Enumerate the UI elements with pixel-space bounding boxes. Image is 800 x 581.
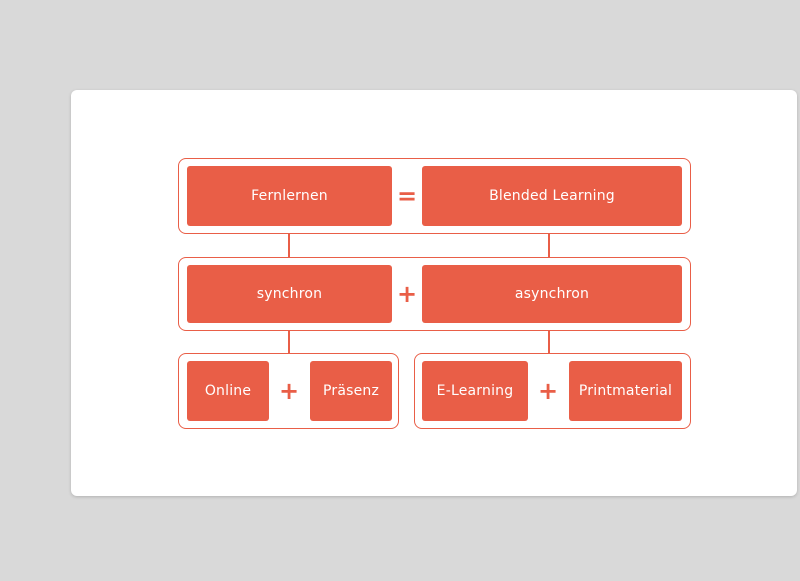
blended-learning-box: Blended Learning [422, 166, 682, 226]
asynchron-group-frame [414, 353, 691, 429]
synchron-box: synchron [187, 265, 392, 323]
row2-frame [178, 257, 691, 331]
praesenz-box: Präsenz [310, 361, 392, 421]
online-box: Online [187, 361, 269, 421]
row1-frame [178, 158, 691, 234]
connector-right-1 [548, 234, 550, 258]
connector-left-2 [288, 331, 290, 354]
plus-operator-left-group: + [278, 377, 300, 405]
equals-operator: = [396, 182, 418, 210]
synchron-group-frame [178, 353, 399, 429]
connector-right-2 [548, 331, 550, 354]
printmaterial-box: Printmaterial [569, 361, 682, 421]
fernlernen-box: Fernlernen [187, 166, 392, 226]
plus-operator-row2: + [396, 280, 418, 308]
connector-left-1 [288, 234, 290, 258]
plus-operator-right-group: + [537, 377, 559, 405]
e-learning-box: E-Learning [422, 361, 528, 421]
asynchron-box: asynchron [422, 265, 682, 323]
